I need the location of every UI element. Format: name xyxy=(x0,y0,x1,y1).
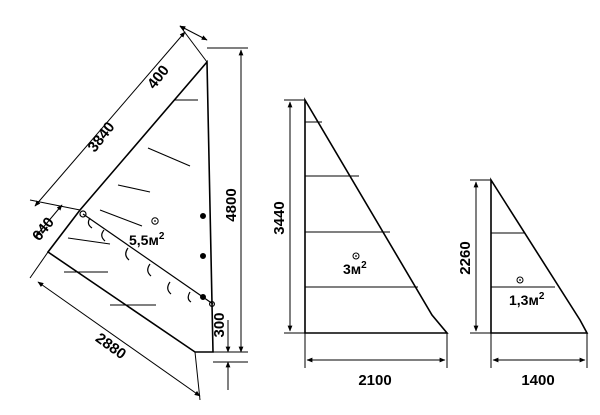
medium-sail xyxy=(304,97,449,334)
large-sail-centroid xyxy=(151,217,159,225)
large-sail-dimensions xyxy=(29,25,248,401)
area-small: 1,3м2 xyxy=(509,291,545,308)
dim-medium-base: 2100 xyxy=(358,372,391,389)
small-sail-centroid xyxy=(516,276,524,284)
area-medium: 3м2 xyxy=(343,260,367,277)
dim-large-top: 400 xyxy=(144,62,173,92)
dim-medium-height: 3440 xyxy=(271,201,288,234)
dim-large-hypotenuse: 3840 xyxy=(84,119,118,156)
large-sail-dot xyxy=(200,253,207,260)
dim-large-bottom: 2880 xyxy=(92,330,129,363)
large-sail-battens xyxy=(64,99,198,306)
dim-small-height: 2260 xyxy=(457,241,474,274)
large-sail-outline xyxy=(46,59,214,353)
medium-sail-centroid xyxy=(352,252,360,260)
dim-large-foot: 300 xyxy=(211,312,228,337)
medium-sail-battens xyxy=(305,121,418,288)
large-sail xyxy=(46,59,216,353)
dim-large-height: 4800 xyxy=(223,188,240,221)
dim-small-base: 1400 xyxy=(521,372,554,389)
medium-sail-dimensions xyxy=(284,99,448,368)
large-sail-lacing xyxy=(79,210,216,308)
large-sail-dot xyxy=(200,293,207,300)
area-large: 5,5м2 xyxy=(129,231,165,248)
small-sail-dimensions xyxy=(470,179,588,368)
small-sail-battens xyxy=(491,232,555,288)
medium-sail-outline xyxy=(304,97,449,334)
large-sail-dot xyxy=(200,213,207,220)
dim-large-side: 640 xyxy=(29,214,58,244)
small-sail xyxy=(490,177,589,334)
small-sail-outline xyxy=(490,177,589,334)
